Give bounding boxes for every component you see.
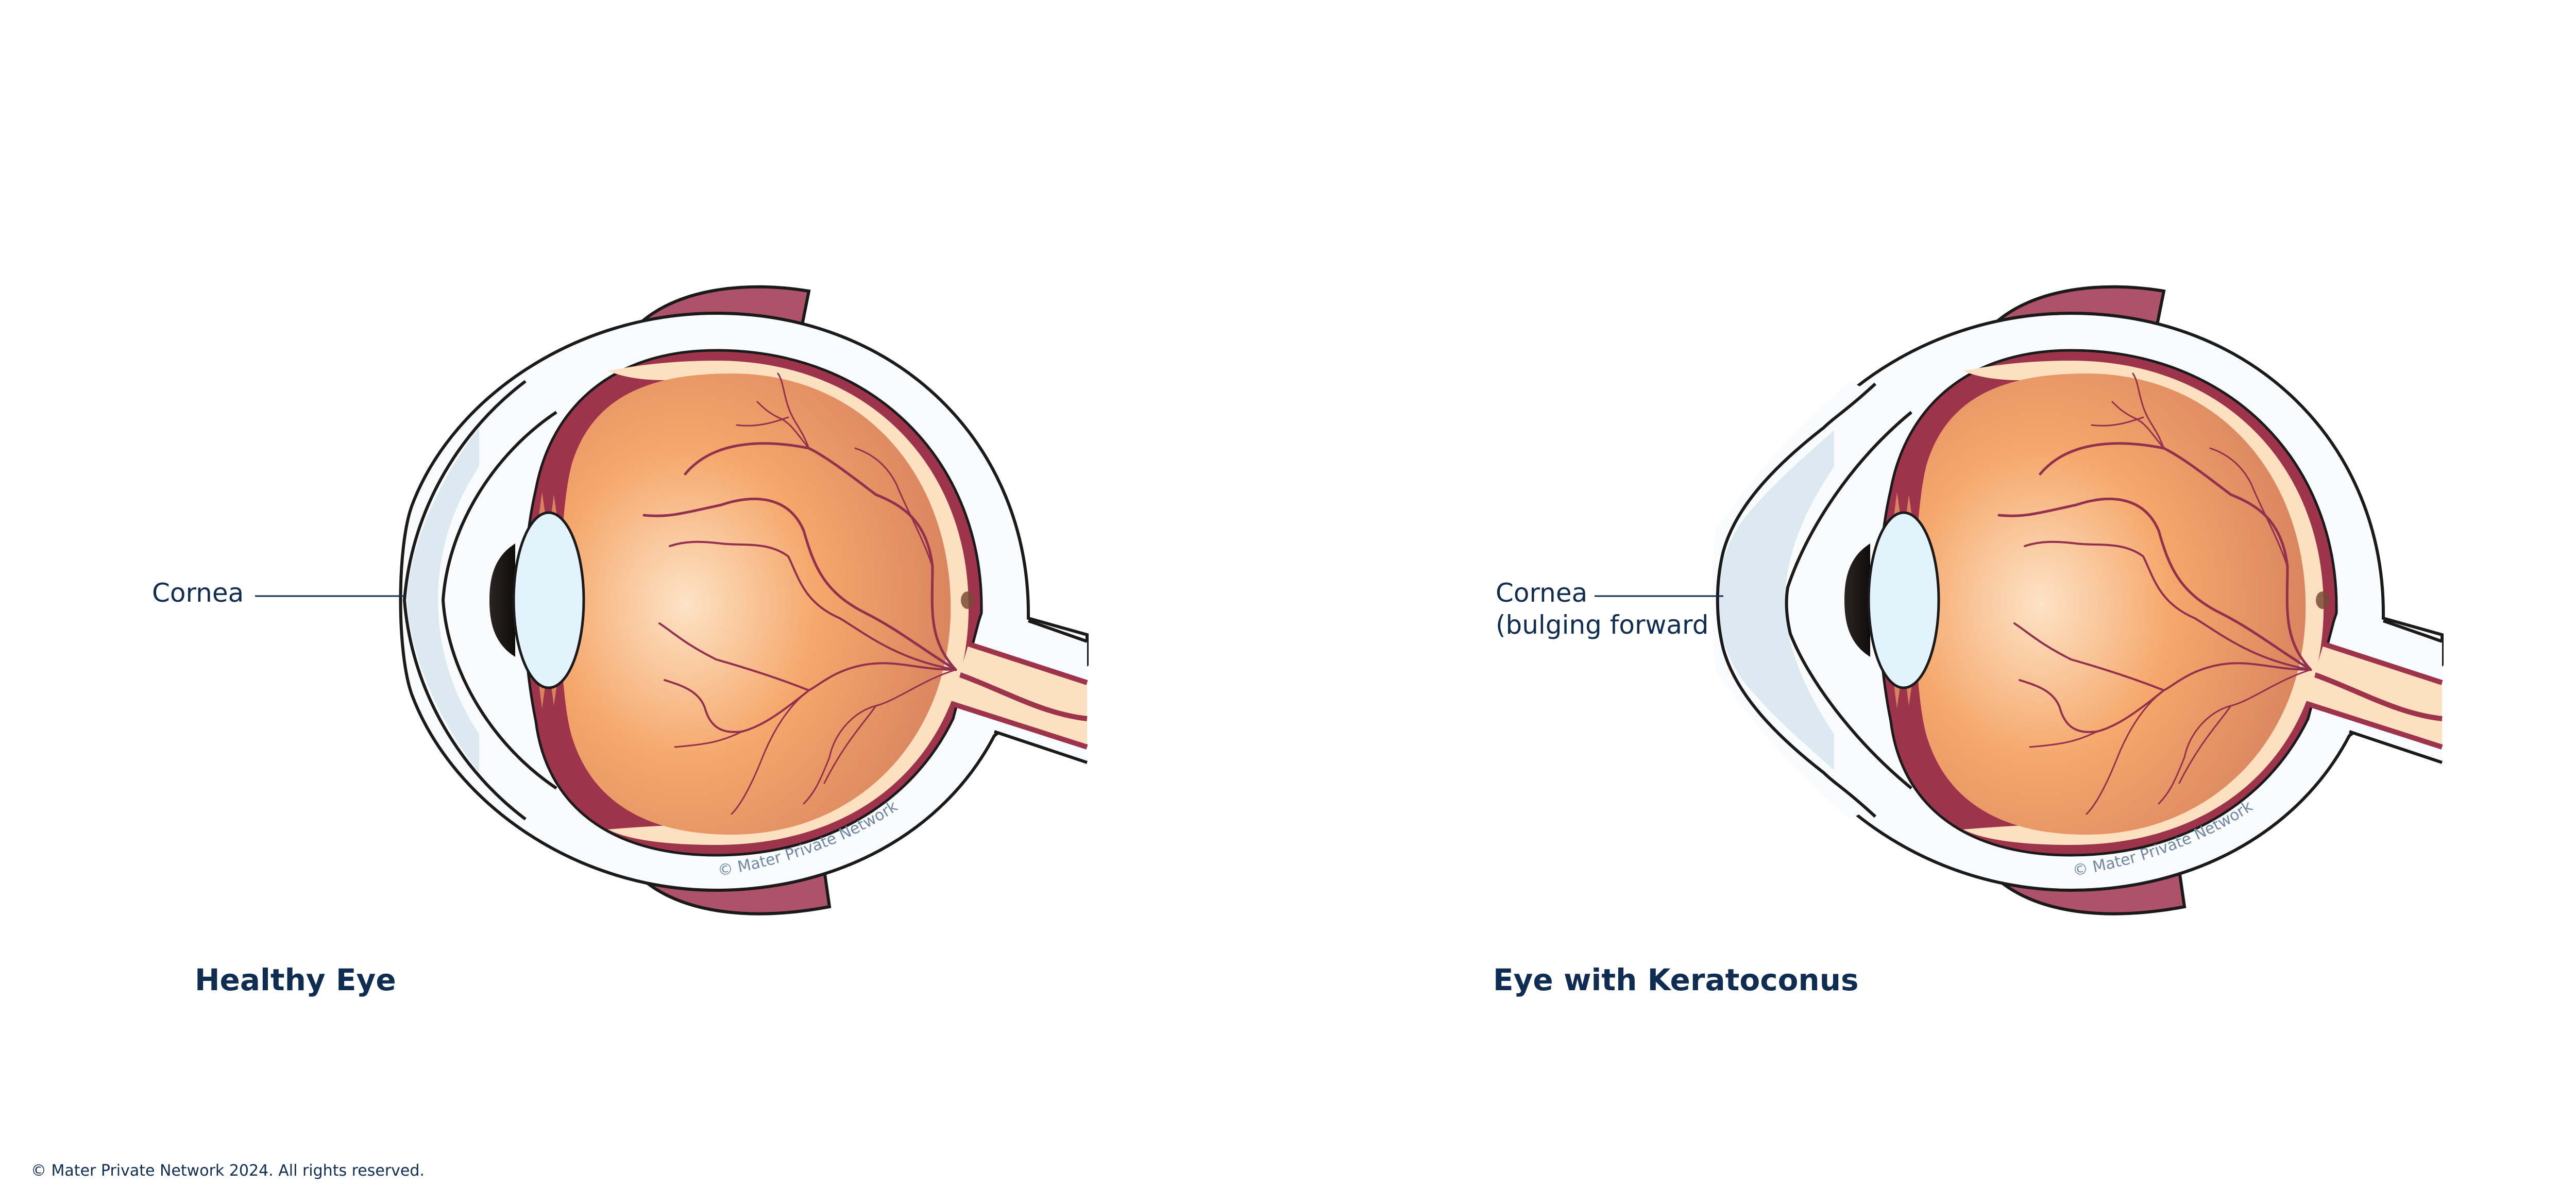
lens <box>1867 511 1940 689</box>
healthy-cornea-callout: Cornea <box>152 577 244 609</box>
callout-line: Cornea <box>152 578 244 608</box>
keratoconus-eye-title: Eye with Keratoconus <box>1493 962 1859 997</box>
healthy-eye-title: Healthy Eye <box>195 962 396 997</box>
callout-line: (bulging forward <box>1496 610 1709 640</box>
keratoconus-eye-illustration: © Mater Private Network <box>1711 287 2443 914</box>
keratoconus-cornea-callout: Cornea (bulging forward <box>1496 577 1708 641</box>
callout-line: Cornea <box>1496 578 1588 608</box>
cornea-tissue-bulging <box>1718 430 1834 770</box>
healthy-eye-illustration: © Mater Private Network <box>401 287 1088 914</box>
pupil <box>489 544 515 657</box>
pupil <box>1844 544 1870 657</box>
footer-copyright: © Mater Private Network 2024. All rights… <box>31 1162 425 1180</box>
cornea-tissue <box>407 428 479 773</box>
lens <box>512 511 585 689</box>
